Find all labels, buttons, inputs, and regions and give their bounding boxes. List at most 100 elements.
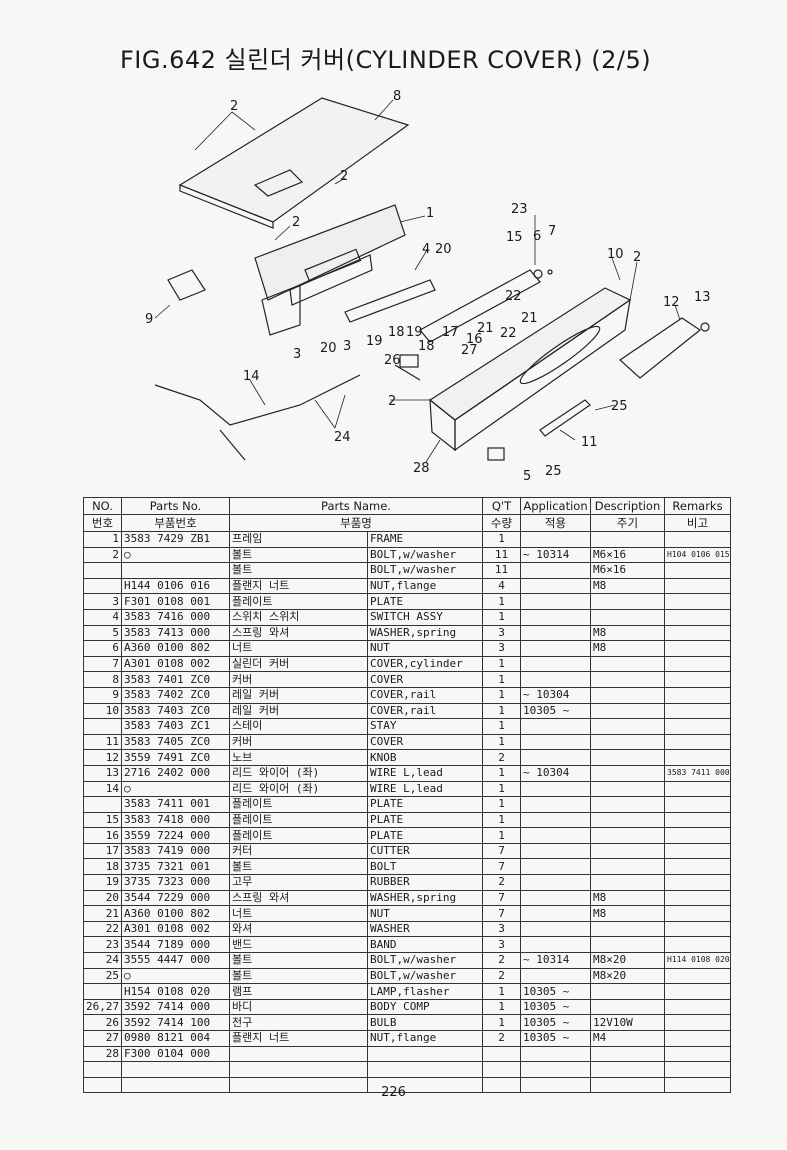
cell-name-en: STAY: [367, 718, 483, 735]
cell-part-no: 3583 7405 ZC0: [121, 733, 230, 751]
figure-title: FIG.642 실린더 커버(CYLINDER COVER) (2/5): [120, 46, 652, 74]
cell-application: 10305 ~: [520, 1030, 591, 1047]
header-qty-ko: 수량: [482, 514, 521, 532]
cell-qty: 1: [482, 764, 521, 782]
header-part-name: Parts Name.: [229, 497, 483, 515]
cell-no: 23: [83, 936, 122, 954]
page-number: 226: [381, 1085, 406, 1100]
cell-application: ~ 10304: [520, 764, 591, 782]
cell-qty: 1: [482, 811, 521, 829]
cell-no: 21: [83, 905, 122, 922]
cell-qty: 1: [482, 671, 521, 688]
cell-qty: 3: [482, 920, 521, 938]
cell-remarks: [664, 640, 731, 657]
cell-remarks: [664, 577, 731, 595]
cell-application: [520, 624, 591, 642]
cell-name-ko: 리드 와이어 (좌): [229, 780, 368, 798]
cell-description: M6×16: [590, 562, 665, 579]
cell-name-en: NUT: [367, 640, 483, 657]
header-no: NO.: [83, 497, 122, 515]
cell-part-no: 3555 4447 000: [121, 952, 230, 969]
cell-name-ko: 너트: [229, 640, 368, 657]
cell-name-ko: 볼트: [229, 858, 368, 876]
cell-name-en: COVER,rail: [367, 686, 483, 704]
cell-part-no: H144 0106 016: [121, 577, 230, 595]
cell-remarks: [664, 593, 731, 610]
callout-label: 3: [343, 339, 351, 354]
wire-harness-shape: [154, 374, 361, 426]
cell-qty: 1: [482, 827, 521, 844]
cell-qty: [482, 1061, 521, 1078]
cell-description: [590, 749, 665, 766]
cell-remarks: [664, 1045, 731, 1063]
cell-description: [590, 593, 665, 610]
cell-application: 10305 ~: [520, 983, 591, 1000]
cell-description: [590, 686, 665, 704]
cell-part-no: 3559 7491 ZC0: [121, 749, 230, 766]
cell-qty: 1: [482, 702, 521, 720]
cell-application: [520, 655, 591, 673]
cell-name-en: BOLT,w/washer: [367, 546, 483, 564]
cell-name-en: WASHER,spring: [367, 624, 483, 642]
cell-name-en: BODY COMP: [367, 998, 483, 1016]
cell-part-no: 3592 7414 100: [121, 1014, 230, 1031]
cell-description: M8: [590, 640, 665, 657]
cell-remarks: [664, 811, 731, 829]
callout-label: 19: [406, 325, 423, 340]
callout-label: 26: [384, 353, 401, 368]
callout-label: 25: [611, 399, 628, 414]
cell-application: [520, 874, 591, 891]
cell-name-en: PLATE: [367, 811, 483, 829]
cell-name-ko: 너트: [229, 905, 368, 922]
cell-name-ko: 플레이트: [229, 593, 368, 610]
cell-description: M8×20: [590, 952, 665, 969]
cell-name-ko: 볼트: [229, 562, 368, 579]
callout-label: 22: [500, 326, 517, 341]
callout-label: 8: [393, 89, 401, 104]
cell-name-ko: 밴드: [229, 936, 368, 954]
cell-application: [520, 889, 591, 907]
cell-description: [590, 827, 665, 844]
cell-no: [83, 796, 122, 813]
callout-label: 6: [533, 229, 541, 244]
cell-part-no: F300 0104 000: [121, 1045, 230, 1063]
cell-remarks: [664, 562, 731, 579]
callout-label: 17: [442, 325, 459, 340]
cell-part-no: 2716 2402 000: [121, 764, 230, 782]
cell-description: M8×20: [590, 967, 665, 985]
cell-name-ko: 스프링 와셔: [229, 889, 368, 907]
cell-name-en: BULB: [367, 1014, 483, 1031]
callout-label: 16: [466, 332, 483, 347]
cell-qty: 7: [482, 905, 521, 922]
cell-no: 6: [83, 640, 122, 657]
side-cover-shape: [619, 317, 702, 379]
cell-remarks: [664, 780, 731, 798]
cell-name-ko: 레일 커버: [229, 702, 368, 720]
cell-part-no: 3544 7189 000: [121, 936, 230, 954]
cell-name-en: WIRE L,lead: [367, 780, 483, 798]
cell-qty: 1: [482, 718, 521, 735]
cell-qty: 7: [482, 858, 521, 876]
cell-application: [520, 780, 591, 798]
cell-name-ko: 프레임: [229, 531, 368, 548]
cell-remarks: [664, 967, 731, 985]
cell-description: [590, 733, 665, 751]
cell-description: M8: [590, 905, 665, 922]
cell-no: 25: [83, 967, 122, 985]
cell-no: [83, 983, 122, 1000]
cell-remarks: [664, 827, 731, 844]
cell-name-ko: 전구: [229, 1014, 368, 1031]
cell-description: [590, 718, 665, 735]
cell-name-en: BAND: [367, 936, 483, 954]
cell-qty: 2: [482, 874, 521, 891]
cell-qty: 1: [482, 593, 521, 610]
cell-remarks: [664, 608, 731, 626]
